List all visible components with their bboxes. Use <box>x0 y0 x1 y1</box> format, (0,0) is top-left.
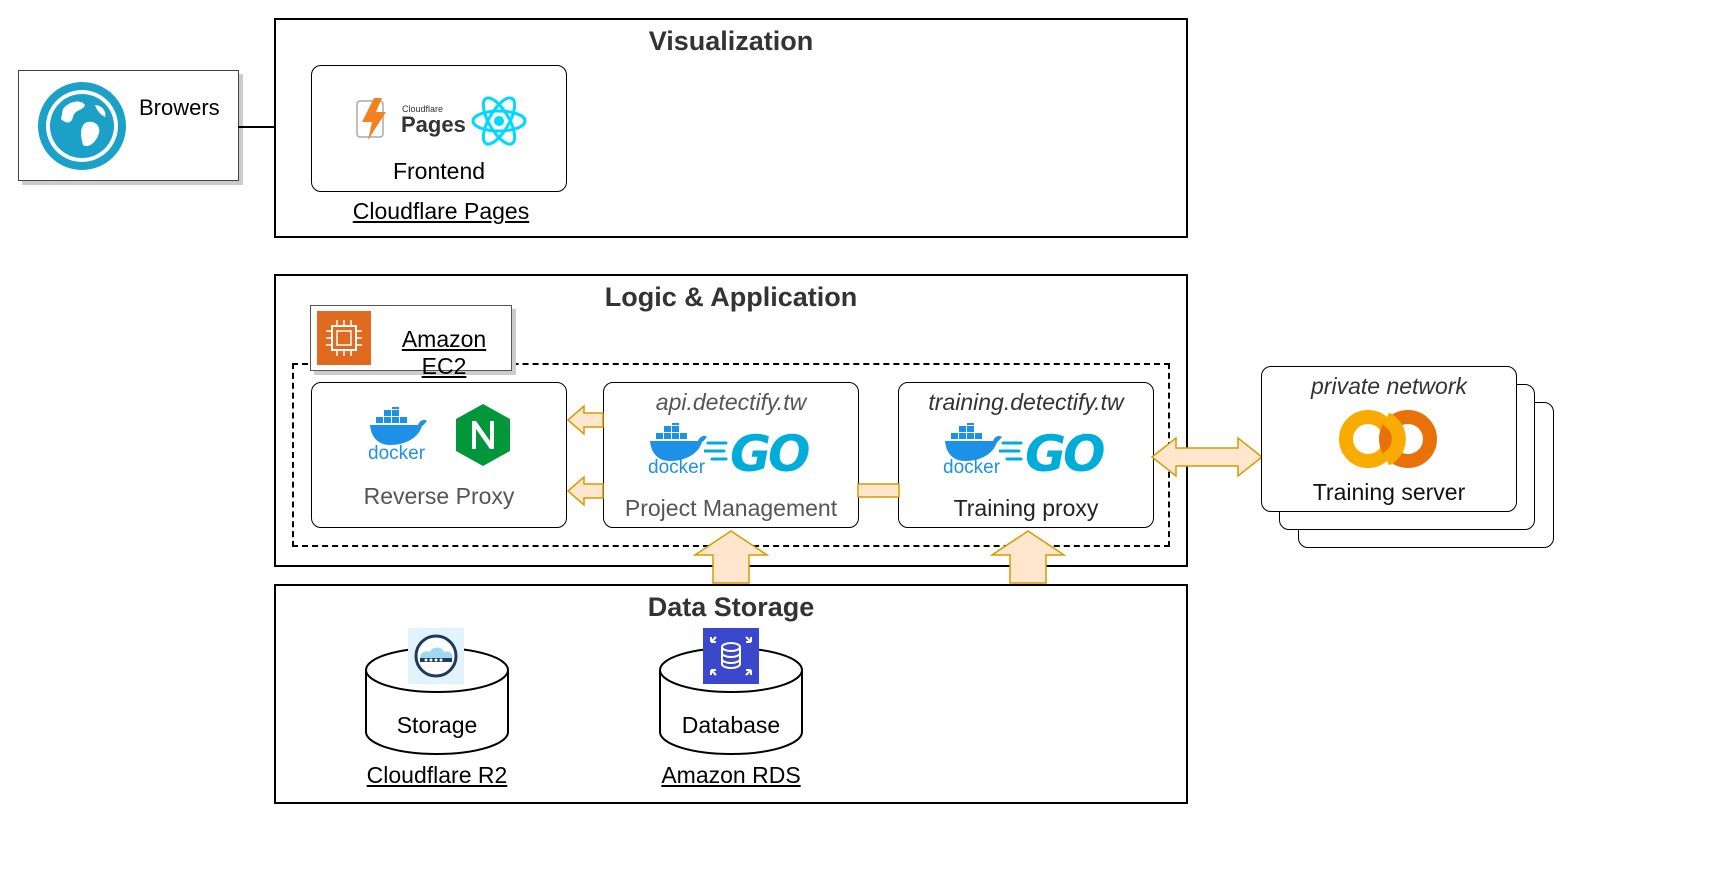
api-domain: api.detectify.tw <box>655 389 807 415</box>
docker-text: docker <box>943 457 1001 478</box>
frontend-label: Frontend <box>392 158 486 184</box>
nginx-icon <box>454 403 512 467</box>
pages-big-text: Pages <box>401 112 466 137</box>
training-proxy-label: Training proxy <box>953 495 1099 521</box>
project-management-box[interactable]: api.detectify.tw docker Project Manageme… <box>603 382 859 528</box>
private-network-label: private network <box>1311 373 1467 399</box>
training-server-label: Training server <box>1312 479 1466 505</box>
docker-text: docker <box>368 443 426 464</box>
link-api-to-training <box>857 483 900 498</box>
rds-icon <box>703 628 759 684</box>
amazon-rds-link[interactable]: Amazon RDS <box>661 762 801 788</box>
colab-icon <box>1338 409 1438 469</box>
go-icon <box>999 427 1119 477</box>
reverse-proxy-label: Reverse Proxy <box>363 483 515 509</box>
cloudflare-pages-link[interactable]: Cloudflare Pages <box>352 198 530 224</box>
r2-icon <box>408 628 464 684</box>
arrow-api-to-proxy-top <box>566 404 604 436</box>
database-label: Database <box>681 712 781 738</box>
arrow-api-to-proxy-bottom <box>566 475 604 507</box>
training-proxy-box[interactable]: training.detectify.tw docker Training pr… <box>898 382 1154 528</box>
database-cylinder[interactable] <box>658 646 804 758</box>
reverse-proxy-box[interactable]: docker Reverse Proxy <box>311 382 567 528</box>
cloudflare-pages-icon <box>356 98 392 140</box>
visualization-section: Visualization <box>274 18 1188 238</box>
logic-title: Logic & Application <box>604 282 858 312</box>
docker-text: docker <box>648 457 706 478</box>
arrow-storage-to-api <box>693 530 769 584</box>
arrow-storage-to-training <box>990 530 1066 584</box>
browser-label: Browers <box>139 95 220 120</box>
docker-icon <box>368 407 428 447</box>
pages-small-text: Cloudflare <box>402 104 444 114</box>
globe-icon <box>35 79 129 173</box>
ec2-icon <box>317 311 371 365</box>
data-storage-title: Data Storage <box>647 592 815 622</box>
ec2-label-box[interactable]: Amazon EC2 <box>310 305 512 379</box>
browser-box: Browers <box>18 70 239 181</box>
ec2-label: Amazon EC2 <box>401 326 487 379</box>
go-icon <box>704 427 824 477</box>
react-icon <box>470 94 528 148</box>
training-server-box[interactable]: private network Training server <box>1261 366 1517 512</box>
storage-label: Storage <box>396 712 478 738</box>
training-domain: training.detectify.tw <box>928 389 1124 415</box>
frontend-box[interactable]: Cloudflare Pages Frontend <box>311 65 567 192</box>
project-management-label: Project Management <box>624 495 838 521</box>
cloudflare-r2-link[interactable]: Cloudflare R2 <box>366 762 508 788</box>
visualization-title: Visualization <box>648 26 814 56</box>
arrow-training-to-server <box>1150 436 1264 478</box>
